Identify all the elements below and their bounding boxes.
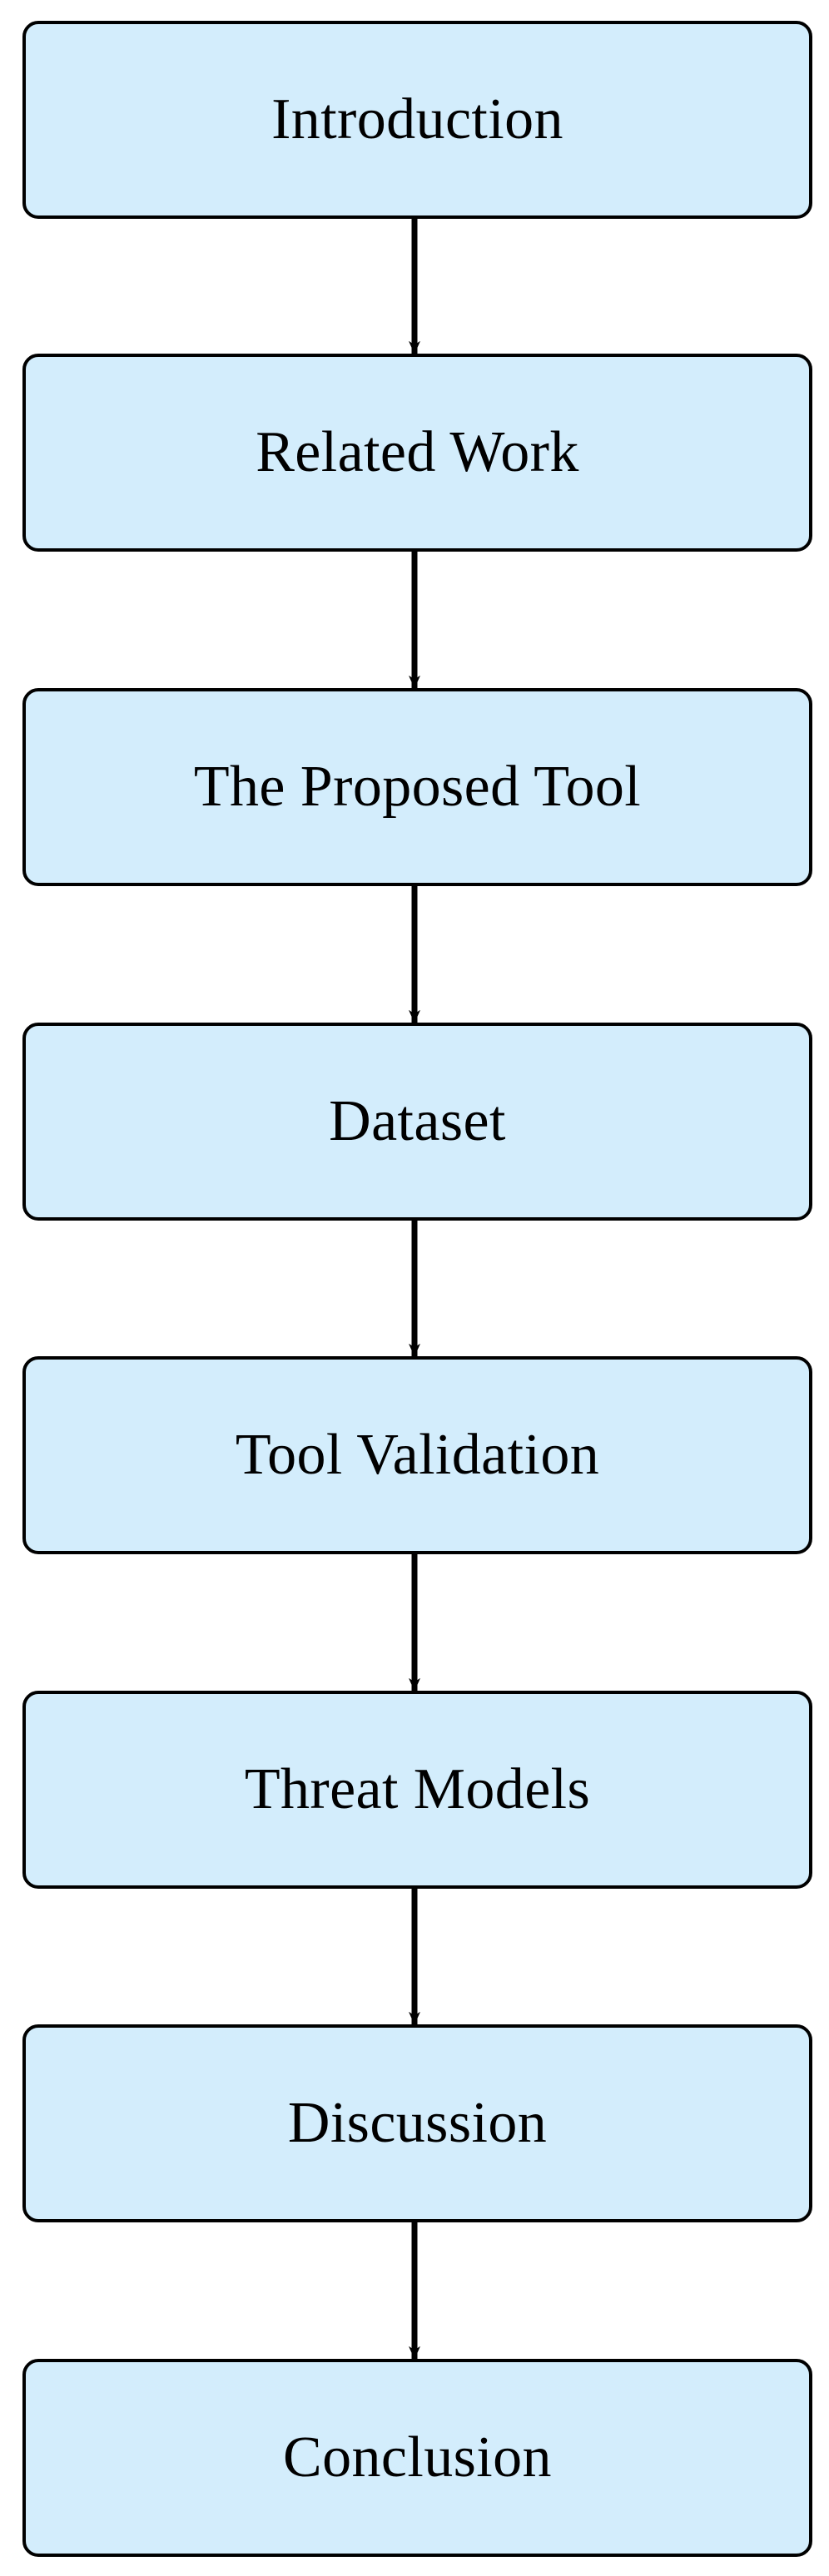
flow-node-threat-models[interactable]: Threat Models (22, 1691, 812, 1889)
flow-node-dataset[interactable]: Dataset (22, 1023, 812, 1221)
flow-node-label: Tool Validation (235, 1423, 600, 1487)
flow-node-label: Threat Models (244, 1757, 591, 1821)
flow-edge-hitbox-edge-6[interactable] (390, 1889, 439, 2024)
flow-node-tool-validation[interactable]: Tool Validation (22, 1356, 812, 1554)
flow-edge-hitbox-edge-1[interactable] (390, 219, 439, 354)
flow-node-conclusion[interactable]: Conclusion (22, 2359, 812, 2557)
flow-node-related-work[interactable]: Related Work (22, 354, 812, 552)
flow-edge-hitbox-edge-5[interactable] (390, 1554, 439, 1691)
flow-node-introduction[interactable]: Introduction (22, 21, 812, 219)
flow-node-proposed-tool[interactable]: The Proposed Tool (22, 688, 812, 886)
flow-node-label: The Proposed Tool (193, 755, 642, 819)
flow-edge-hitbox-edge-3[interactable] (390, 886, 439, 1023)
flow-node-label: Introduction (271, 87, 563, 151)
flow-edge-hitbox-edge-7[interactable] (390, 2222, 439, 2359)
flow-node-label: Dataset (329, 1089, 506, 1153)
flow-node-label: Related Work (256, 420, 579, 484)
flow-node-label: Conclusion (283, 2425, 552, 2489)
flow-edge-hitbox-edge-2[interactable] (390, 552, 439, 688)
flow-node-discussion[interactable]: Discussion (22, 2024, 812, 2222)
flow-edge-hitbox-edge-4[interactable] (390, 1221, 439, 1356)
flow-node-label: Discussion (287, 2091, 548, 2155)
